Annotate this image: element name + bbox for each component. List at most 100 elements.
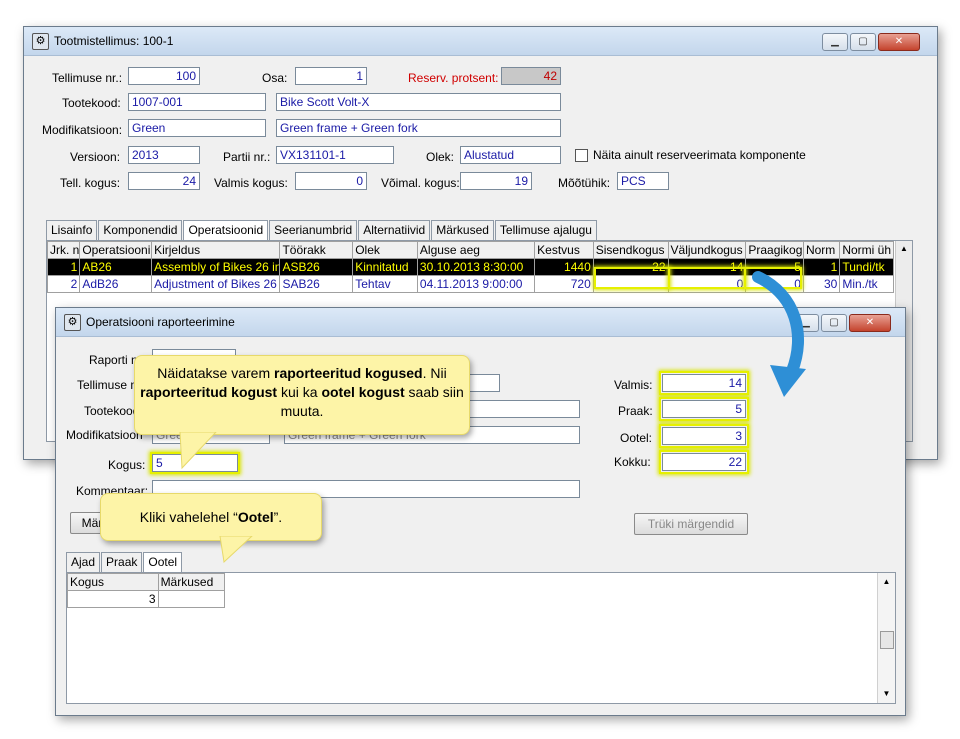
- order-no-label: Tellimuse nr.:: [52, 71, 123, 85]
- col-header[interactable]: Kogus: [67, 573, 159, 591]
- done-label: Valmis:: [614, 378, 653, 392]
- highlight-pending: [659, 424, 749, 448]
- col-header[interactable]: Normi üh: [839, 241, 894, 259]
- app-icon: ⚙: [32, 33, 49, 50]
- possible-qty-field[interactable]: 19: [460, 172, 532, 190]
- col-header[interactable]: Alguse aeg: [416, 241, 536, 259]
- highlight-total: [659, 450, 749, 474]
- callout-reported-quantities: Näidatakse varem raporteeritud kogused. …: [134, 355, 470, 435]
- scrap-field[interactable]: 5: [662, 400, 746, 418]
- show-unreserved-label: Näita ainult reserveerimata komponente: [593, 148, 806, 162]
- callout-pointer: [219, 536, 253, 564]
- app-icon: ⚙: [64, 314, 81, 331]
- scroll-down-icon[interactable]: ▼: [882, 689, 891, 698]
- col-header[interactable]: Märkused: [157, 573, 226, 591]
- ordered-qty-field[interactable]: 24: [128, 172, 200, 190]
- main-tabs: Lisainfo Komponendid Operatsioonid Seeri…: [46, 220, 598, 240]
- col-header[interactable]: Operatsiooni: [79, 241, 153, 259]
- callout-bold: raporteeritud kogused: [274, 365, 423, 381]
- scroll-thumb[interactable]: [880, 631, 894, 649]
- modification-label: Modifikatsioon:: [42, 123, 123, 137]
- callout-text: Kliki vahelehel “: [139, 509, 238, 525]
- col-header[interactable]: Praagikog: [745, 241, 804, 259]
- tab-komponendid[interactable]: Komponendid: [98, 220, 183, 240]
- product-code-label: Tootekood: [84, 404, 140, 418]
- highlight-scrap: [659, 397, 749, 421]
- cell: 30.10.2013 8:30:00: [416, 258, 536, 276]
- tab-praak[interactable]: Praak: [101, 552, 143, 572]
- maximize-icon[interactable]: ▢: [821, 314, 847, 332]
- product-code-label: Tootekood:: [62, 96, 121, 110]
- tab-markused[interactable]: Märkused: [431, 220, 494, 240]
- unit-field[interactable]: PCS: [617, 172, 669, 190]
- cell: Tundi/tk: [839, 258, 894, 276]
- callout-bold: Ootel: [237, 509, 274, 525]
- col-header[interactable]: Jrk. n: [47, 241, 81, 259]
- cell: 720: [534, 275, 594, 293]
- col-header[interactable]: Norm: [802, 241, 841, 259]
- done-qty-field[interactable]: 0: [295, 172, 367, 190]
- col-header[interactable]: Sisendkogus: [592, 241, 669, 259]
- cell: 1: [47, 258, 81, 276]
- tab-ootel[interactable]: Ootel: [143, 552, 183, 572]
- qty-label: Kogus:: [108, 458, 146, 472]
- col-header[interactable]: Väljundkogus: [667, 241, 747, 259]
- done-field[interactable]: 14: [662, 374, 746, 392]
- callout-text: Näidatakse varem: [157, 365, 274, 381]
- col-header[interactable]: Kirjeldus: [151, 241, 281, 259]
- version-field[interactable]: 2013: [128, 146, 200, 164]
- close-icon[interactable]: ✕: [878, 33, 920, 51]
- batch-field[interactable]: VX131101-1: [276, 146, 394, 164]
- col-header[interactable]: Olek: [352, 241, 418, 259]
- part-field[interactable]: 1: [295, 67, 367, 85]
- cell: ASB26: [279, 258, 354, 276]
- callout-text: saab siin muuta.: [280, 384, 464, 419]
- part-label: Osa:: [262, 71, 288, 85]
- cell: AB26: [79, 258, 153, 276]
- close-icon[interactable]: ✕: [849, 314, 891, 332]
- tab-ajad[interactable]: Ajad: [66, 552, 101, 572]
- version-label: Versioon:: [70, 150, 121, 164]
- modification-desc-field[interactable]: Green frame + Green fork: [276, 119, 561, 137]
- pending-field[interactable]: 3: [662, 427, 746, 445]
- cell: SAB26: [279, 275, 354, 293]
- status-field[interactable]: Alustatud: [460, 146, 561, 164]
- cell: Adjustment of Bikes 26: [151, 275, 281, 293]
- reserve-label: Reserv. protsent:: [408, 71, 499, 85]
- tab-lisainfo[interactable]: Lisainfo: [46, 220, 98, 240]
- highlight-done: [659, 371, 749, 395]
- minimize-icon[interactable]: ▁: [822, 33, 848, 51]
- show-unreserved-checkbox[interactable]: [575, 149, 588, 162]
- qty-field[interactable]: 5: [152, 454, 238, 472]
- col-header[interactable]: Töörakk: [279, 241, 354, 259]
- callout-click-tab: Kliki vahelehel “Ootel”.: [100, 493, 322, 541]
- product-code-field[interactable]: 1007-001: [128, 93, 266, 111]
- cell: 3: [67, 590, 159, 608]
- modification-label: Modifikatsioon: [66, 428, 143, 442]
- col-header[interactable]: Kestvus: [534, 241, 594, 259]
- pending-scrollbar[interactable]: ▲ ▼: [877, 573, 895, 703]
- scroll-up-icon[interactable]: ▲: [900, 244, 908, 253]
- cell: 30: [802, 275, 841, 293]
- maximize-icon[interactable]: ▢: [850, 33, 876, 51]
- batch-label: Partii nr.:: [223, 150, 271, 164]
- scroll-up-icon[interactable]: ▲: [882, 577, 891, 586]
- callout-text: kui ka: [277, 384, 322, 400]
- cell: 2: [47, 275, 81, 293]
- tab-operatsioonid[interactable]: Operatsioonid: [183, 220, 269, 240]
- modification-field[interactable]: Green: [128, 119, 266, 137]
- table-row[interactable]: 3: [67, 590, 226, 608]
- total-field[interactable]: 22: [662, 453, 746, 471]
- tab-tellimuse-ajalugu[interactable]: Tellimuse ajalugu: [494, 220, 597, 240]
- order-no-field[interactable]: 100: [128, 67, 200, 85]
- callout-bold: raporteeritud kogust: [140, 384, 278, 400]
- product-name-field[interactable]: Bike Scott Volt-X: [276, 93, 561, 111]
- print-labels-button[interactable]: Trüki märgendid: [634, 513, 748, 535]
- tab-alternatiivid[interactable]: Alternatiivid: [358, 220, 431, 240]
- tab-seerianumbrid[interactable]: Seerianumbrid: [269, 220, 358, 240]
- callout-text: ”.: [273, 509, 283, 525]
- cell: Kinnitatud: [352, 258, 418, 276]
- ordered-qty-label: Tell. kogus:: [60, 176, 121, 190]
- pending-grid: Kogus Märkused 3 ▲ ▼: [66, 572, 896, 704]
- callout-text: . Nii: [422, 365, 447, 381]
